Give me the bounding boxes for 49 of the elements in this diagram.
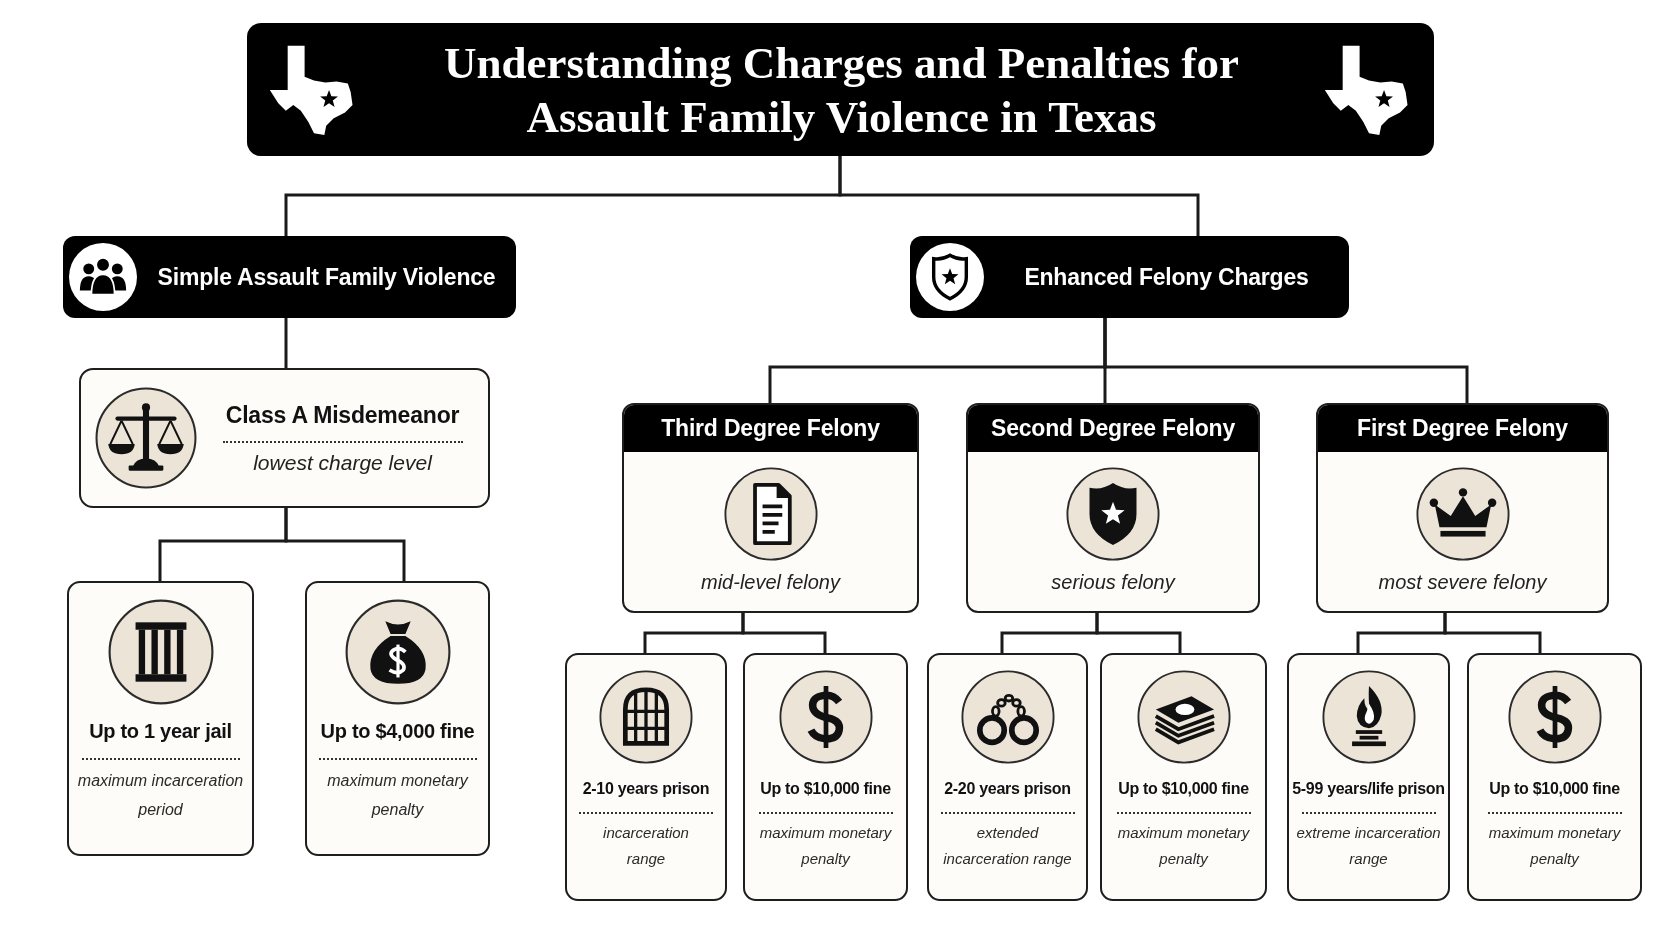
penalty-card xyxy=(1100,653,1267,901)
penalty-card xyxy=(67,581,254,856)
penalty-heading: Up to $4,000 fine xyxy=(320,719,475,743)
penalty-card xyxy=(565,653,727,901)
penalty-card xyxy=(927,653,1088,901)
penalty-description: maximum monetary penalty xyxy=(326,771,470,820)
category-heading: Enhanced Felony Charges xyxy=(1024,263,1309,291)
penalty-heading: Up to $10,000 fine xyxy=(1118,779,1249,799)
penalty-card xyxy=(1287,653,1450,901)
connector-line xyxy=(1103,318,1469,403)
charge-description: serious felony xyxy=(1051,571,1175,594)
charge-card xyxy=(1316,403,1609,613)
penalty-heading: Up to $10,000 fine xyxy=(760,779,891,799)
category-banner xyxy=(63,236,516,318)
charge-heading: Second Degree Felony xyxy=(991,415,1235,442)
connector-line xyxy=(1443,613,1542,653)
connector-line xyxy=(284,318,288,368)
penalty-heading: 2-10 years prison xyxy=(582,779,710,799)
charge-heading: First Degree Felony xyxy=(1357,415,1568,442)
penalty-description: maximum incarceration period xyxy=(76,771,245,820)
penalty-description: extreme incarceration range xyxy=(1295,823,1442,869)
title-text: Understanding Charges and Penalties for Assault Family Violence in Texas xyxy=(442,36,1240,144)
penalty-description: maximum monetary penalty xyxy=(1116,823,1251,869)
charge-heading: Third Degree Felony xyxy=(661,415,880,442)
penalty-card xyxy=(743,653,908,901)
title-banner xyxy=(247,23,1434,156)
penalty-description: extended incarceration range xyxy=(942,823,1073,869)
charge-card xyxy=(966,403,1260,613)
category-heading: Simple Assault Family Violence xyxy=(157,263,496,291)
penalty-heading: Up to $10,000 fine xyxy=(1489,779,1620,799)
connector-line xyxy=(741,613,827,653)
penalty-card xyxy=(305,581,490,856)
penalty-heading: Up to 1 year jail xyxy=(89,719,232,743)
category-banner xyxy=(910,236,1349,318)
penalty-heading: 2-20 years prison xyxy=(944,779,1071,799)
penalty-description: maximum monetary penalty xyxy=(758,823,893,869)
penalty-card xyxy=(1467,653,1642,901)
penalty-heading: 5-99 years/life prison xyxy=(1292,779,1445,799)
penalty-description: incarceration range xyxy=(602,823,690,869)
connector-line xyxy=(284,508,406,581)
charge-heading: Class A Misdemeanor xyxy=(225,401,460,429)
charge-description: most severe felony xyxy=(1378,571,1547,594)
charge-card xyxy=(79,368,490,508)
charge-description: mid-level felony xyxy=(701,571,840,594)
connector-line xyxy=(838,156,1200,236)
connector-line xyxy=(1095,613,1182,653)
charge-card xyxy=(622,403,919,613)
penalty-description: maximum monetary penalty xyxy=(1487,823,1622,869)
charge-description: lowest charge level xyxy=(253,450,432,475)
